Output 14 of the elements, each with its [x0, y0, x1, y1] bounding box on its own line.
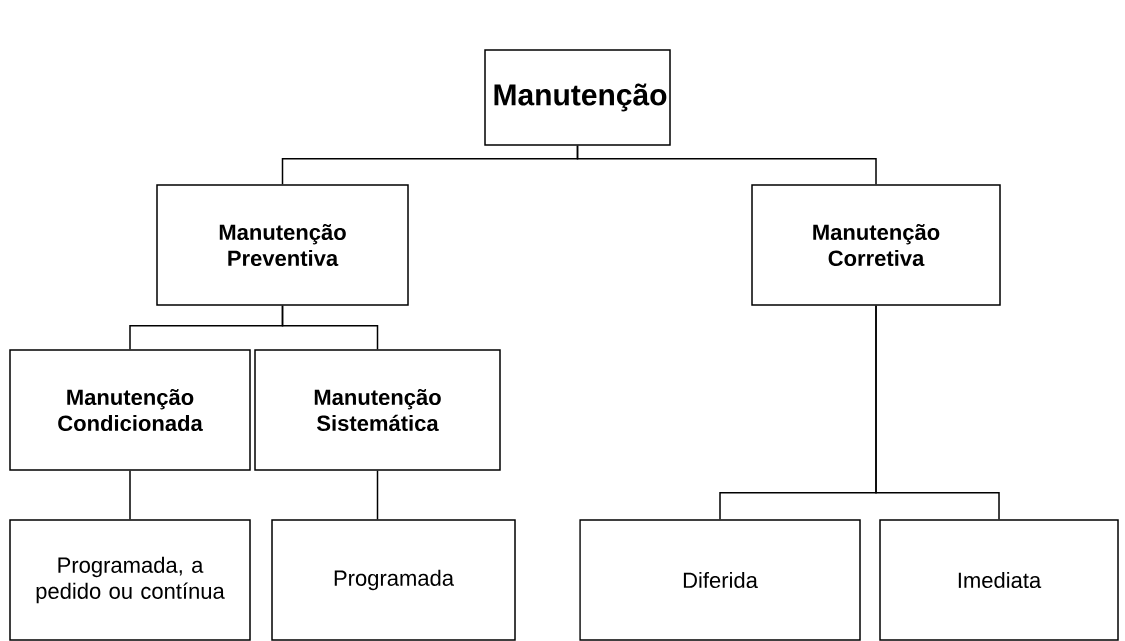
root-box: Manutenção [484, 49, 671, 146]
type-box: Programada, a pedido ou contínua [9, 519, 251, 641]
category-box: Manutenção Sistemática [254, 349, 501, 471]
type-box: Diferida [579, 519, 861, 641]
category-box: Manutenção Condicionada [9, 349, 251, 471]
connector-line [281, 305, 379, 350]
connector-line [376, 470, 379, 520]
type-box: Imediata [879, 519, 1119, 641]
category-box: Manutenção Preventiva [156, 184, 409, 306]
type-box: Programada [271, 519, 516, 641]
connector-line [129, 470, 131, 520]
category-box: Manutenção Corretiva [751, 184, 1001, 306]
connector-line [875, 305, 1000, 520]
connector-line [576, 145, 877, 185]
